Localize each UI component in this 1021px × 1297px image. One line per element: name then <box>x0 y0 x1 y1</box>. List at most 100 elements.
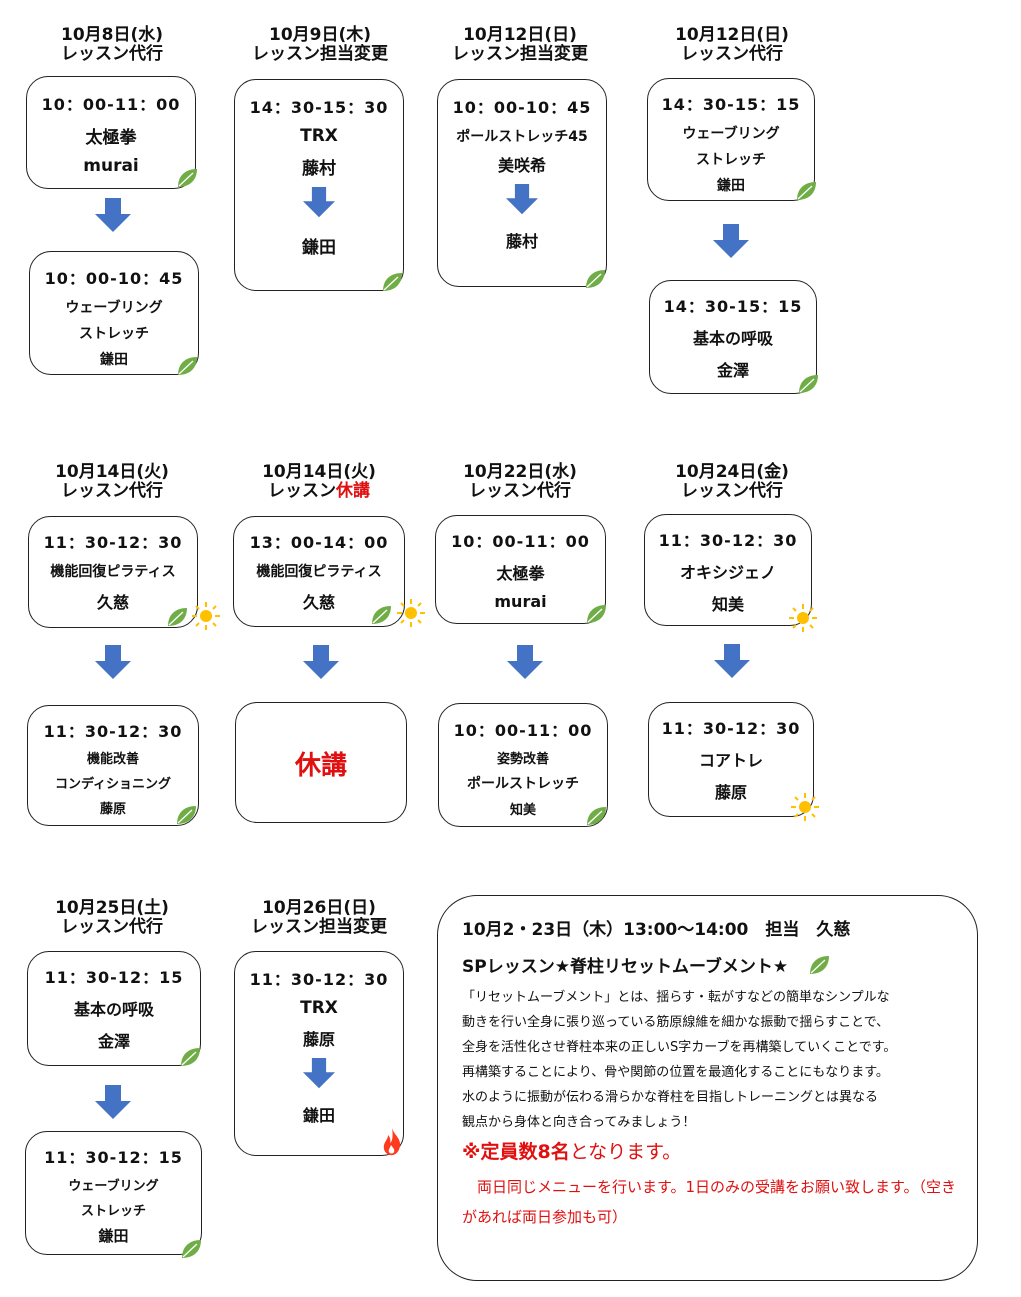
card-9-header: 10月25日(土) レッスン代行 <box>12 899 212 937</box>
description-line: 再構築することにより、骨や関節の位置を最適化することにもなります。 <box>462 1065 889 1080</box>
instructor: 知美 <box>711 595 744 614</box>
card-5-header: 10月14日(火) レッスン代行 <box>12 463 212 501</box>
change-type: レッスン代行 <box>61 481 163 501</box>
date: 10月22日(水) <box>463 462 577 482</box>
info-description: 「リセットムーブメント」とは、揺らす・転がすなどの簡単なシンプルな 動きを行い全… <box>462 985 957 1135</box>
class-name: 姿勢改善 <box>496 752 549 767</box>
original-lesson-box: 11：30-12：30 オキシジェノ 知美 <box>644 514 812 626</box>
date: 10月24日(金) <box>675 462 789 482</box>
instructor: 藤原 <box>714 783 747 802</box>
time: 10：00-11：00 <box>453 721 593 740</box>
change-type: レッスン代行 <box>681 481 783 501</box>
arrow-down-icon <box>95 198 131 232</box>
change-type: レッスン <box>268 481 336 501</box>
time: 13：00-14：00 <box>249 533 389 552</box>
leaf-icon <box>168 608 187 626</box>
arrow-down-icon <box>95 1085 131 1119</box>
time: 11：30-12：30 <box>658 531 798 550</box>
fire-icon <box>383 1128 401 1156</box>
date: 10月14日(火) <box>55 462 169 482</box>
date: 10月25日(土) <box>55 898 169 918</box>
card-3-header: 10月12日(日) レッスン担当変更 <box>420 26 620 64</box>
change-type: レッスン担当変更 <box>452 44 588 64</box>
arrow-down-icon <box>507 645 543 679</box>
original-lesson-box: 14：30-15：15 ウェーブリング ストレッチ 鎌田 <box>647 78 815 201</box>
date: 10月14日(火) <box>262 462 376 482</box>
leaf-icon <box>177 806 196 824</box>
class-name: ウェーブリング <box>68 1179 159 1194</box>
leaf-icon <box>799 375 818 393</box>
instructor: murai <box>83 156 139 176</box>
capacity-bold: ※定員数8名 <box>462 1141 570 1163</box>
time: 11：30-12：30 <box>249 970 389 989</box>
card-1-header: 10月8日(水) レッスン代行 <box>12 26 212 64</box>
leaf-icon <box>797 182 816 200</box>
class-name: 太極拳 <box>496 564 545 583</box>
time: 11：30-12：30 <box>43 722 183 741</box>
capacity-notice: ※定員数8名となります。 <box>462 1137 957 1164</box>
new-instructor: 鎌田 <box>302 238 336 258</box>
leaf-icon <box>810 956 830 974</box>
attendance-note: 両日同じメニューを行います。1日のみの受講をお願い致します。（空きがあれば両日参… <box>462 1178 957 1226</box>
change-type: レッスン代行 <box>61 44 163 64</box>
original-lesson-box: 11：30-12：30 機能回復ピラティス 久慈 <box>28 516 198 628</box>
new-instructor: 藤村 <box>505 232 538 251</box>
description-line: 全身を活性化させ脊柱本来の正しいS字カーブを再構築していくことです。 <box>462 1040 897 1055</box>
info-subheading-row: SPレッスン★脊柱リセットムーブメント★ <box>462 954 957 979</box>
substitute-lesson-box: 10：00-10：45 ウェーブリング ストレッチ 鎌田 <box>29 251 199 375</box>
change-type: レッスン担当変更 <box>252 44 388 64</box>
leaf-icon <box>586 270 605 288</box>
date: 10月8日(水) <box>60 25 164 45</box>
change-type: レッスン代行 <box>681 44 783 64</box>
instructor-change-box: 10：00-10：45 ポールストレッチ45 美咲希 藤村 <box>437 79 607 287</box>
substitute-lesson-box: 11：30-12：30 機能改善 コンディショニング 藤原 <box>27 705 199 826</box>
class-name: 基本の呼吸 <box>73 1000 154 1019</box>
instructor: murai <box>494 592 547 611</box>
sun-icon <box>192 602 220 630</box>
sun-icon <box>791 793 819 821</box>
card-7-header: 10月22日(水) レッスン代行 <box>420 463 620 501</box>
arrow-down-icon <box>506 184 538 215</box>
sun-icon <box>397 599 425 627</box>
info-subheading: SPレッスン★脊柱リセットムーブメント★ <box>462 957 789 977</box>
date: 10月9日(木) <box>268 25 372 45</box>
substitute-lesson-box: 10：00-11：00 姿勢改善 ポールストレッチ 知美 <box>438 703 608 827</box>
time: 10：00-11：00 <box>451 532 590 551</box>
special-lesson-info: 10月2・23日（木）13:00～14:00 担当 久慈 SPレッスン★脊柱リセ… <box>437 895 978 1281</box>
instructor: 知美 <box>509 803 536 818</box>
original-lesson-box: 13：00-14：00 機能回復ピラティス 久慈 <box>233 516 405 627</box>
cancelled-label: 休講 <box>294 751 347 781</box>
leaf-icon <box>181 1048 200 1066</box>
original-lesson-box: 11：30-12：15 基本の呼吸 金澤 <box>27 951 201 1066</box>
class-name-2: ストレッチ <box>80 1204 146 1219</box>
class-name-2: コンディショニング <box>54 777 172 792</box>
instructor-change-box: 14：30-15：30 TRX 藤村 鎌田 <box>234 79 404 291</box>
time: 11：30-12：15 <box>44 968 184 987</box>
arrow-down-icon <box>95 645 131 679</box>
instructor-change-box: 11：30-12：30 TRX 藤原 鎌田 <box>234 951 404 1156</box>
class-name-2: ストレッチ <box>696 152 766 168</box>
card-4-header: 10月12日(日) レッスン代行 <box>632 26 832 64</box>
arrow-down-icon <box>303 187 335 218</box>
class-name: ウェーブリング <box>682 126 780 142</box>
leaf-icon <box>587 605 606 623</box>
time: 14：30-15：15 <box>663 297 803 316</box>
date: 10月12日(日) <box>463 25 577 45</box>
leaf-icon <box>178 357 197 375</box>
instructor: 鎌田 <box>98 1227 129 1245</box>
instructor: 久慈 <box>302 593 335 612</box>
description-line: 水のように振動が伝わる滑らかな脊柱を目指しトレーニングとは異なる <box>462 1090 879 1105</box>
class-name: 基本の呼吸 <box>692 329 773 348</box>
class-name: コアトレ <box>698 751 763 770</box>
instructor: 金澤 <box>716 361 749 380</box>
class-name-2: ポールストレッチ <box>467 776 579 792</box>
leaf-icon <box>178 169 197 187</box>
card-6-header: 10月14日(火) レッスン休講 <box>219 463 419 501</box>
class-name: TRX <box>300 998 338 1018</box>
leaf-icon <box>383 273 402 291</box>
arrow-down-icon <box>303 1058 335 1089</box>
time: 10：00-10：45 <box>452 98 592 117</box>
leaf-icon <box>587 807 606 825</box>
class-name: 機能回復ピラティス <box>50 564 176 580</box>
info-heading: 10月2・23日（木）13:00～14:00 担当 久慈 <box>462 920 851 940</box>
